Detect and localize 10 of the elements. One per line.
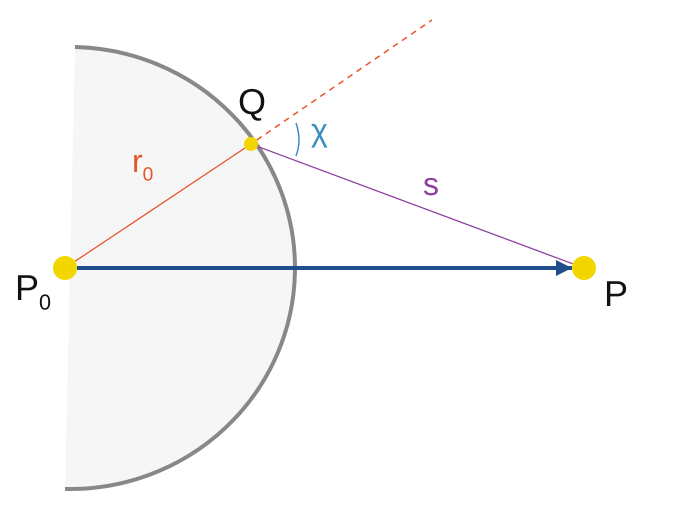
point-label: P xyxy=(604,276,628,312)
edge-label: s xyxy=(423,168,439,200)
point-label: P$_{0}$ xyxy=(15,270,52,314)
edge-label: r$_{0}$ xyxy=(132,145,154,185)
point-label: Q xyxy=(238,84,266,120)
arrow xyxy=(77,260,572,276)
line xyxy=(74,147,246,262)
dashed-line xyxy=(256,19,432,141)
line xyxy=(257,146,573,264)
angle-label: χ xyxy=(311,114,328,146)
